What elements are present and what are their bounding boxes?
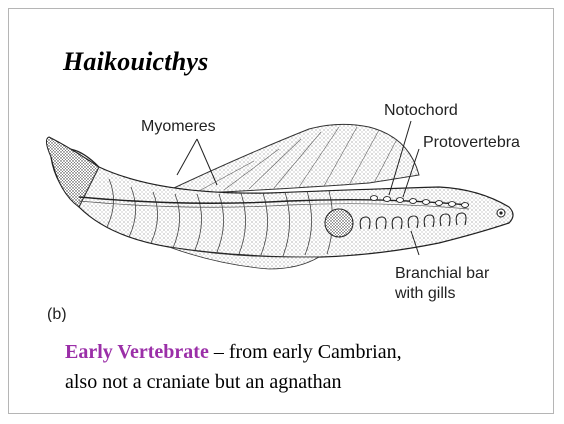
label-branchial-bar: Branchial bar [395, 265, 490, 282]
caption-highlight: Early Vertebrate [65, 341, 209, 363]
caption: Early Vertebrate – from early Cambrian, … [65, 337, 535, 397]
label-protovertebra: Protovertebra [423, 134, 520, 151]
caption-text: – from early Cambrian, [209, 341, 402, 363]
label-notochord: Notochord [384, 102, 458, 119]
dorsal-fin [159, 124, 419, 195]
caption-line2: also not a craniate but an agnathan [65, 371, 342, 393]
slide: Haikouicthys [8, 8, 554, 414]
label-with-gills: with gills [394, 285, 455, 302]
round-organ [325, 209, 353, 237]
haikouichthys-diagram: Myomeres Notochord Protovertebra Branchi… [39, 97, 559, 322]
slide-title: Haikouicthys [63, 47, 208, 77]
label-myomeres: Myomeres [141, 118, 216, 135]
panel-label: (b) [47, 306, 67, 322]
